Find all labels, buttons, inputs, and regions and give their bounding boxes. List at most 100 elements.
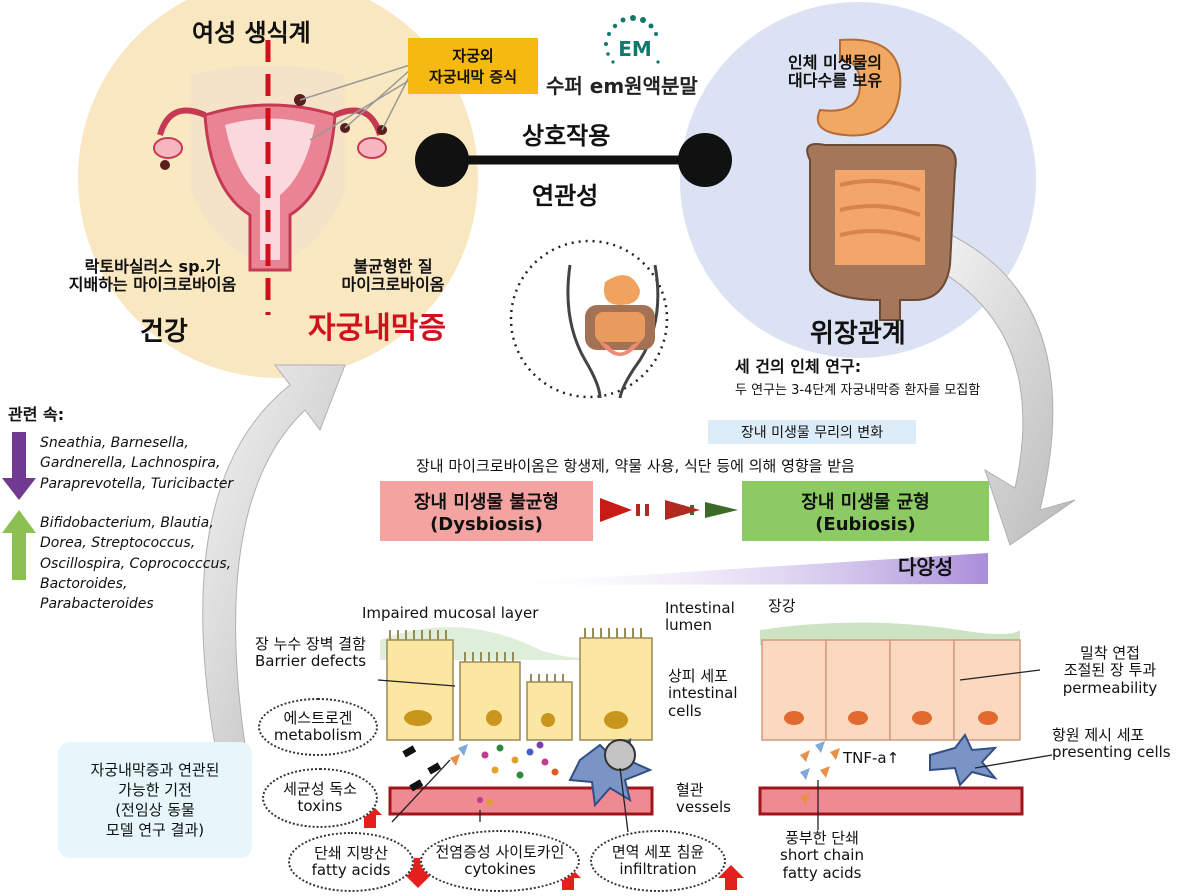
gut-left-leader-lines — [377, 679, 629, 833]
decreased-genera: Sneathia, Barnesella, Gardnerella, Lachn… — [40, 433, 233, 494]
decreased-genera-line2: Gardnerella, Lachnospira, — [40, 455, 221, 472]
eubiosis-line1: 장내 미생물 균형 — [801, 491, 930, 513]
interaction-label: 상호작용 — [522, 122, 611, 150]
gut-right-leader-lines — [817, 669, 1053, 830]
healthy-label: 건강 — [140, 317, 188, 347]
scfa-high-line2: short chain — [780, 846, 864, 865]
toxins-line1: 세균성 독소 — [283, 779, 357, 798]
increase-arrow-icon — [2, 510, 36, 580]
association-label: 연관성 — [532, 182, 599, 210]
immune-oval: 면역 세포 침윤 infiltration — [590, 830, 726, 892]
mechanism-line4: 모델 연구 결과) — [105, 821, 205, 840]
decreased-genera-line3: Paraprevotella, Turicibacter — [40, 475, 234, 492]
dysbiotic-epithelium — [380, 627, 653, 741]
scfa-low-line1: 단쇄 지방산 — [314, 843, 388, 862]
scfa-low-oval: 단쇄 지방산 fatty acids — [288, 832, 414, 892]
increased-genera: Bifidobacterium, Blautia, Dorea, Strepto… — [40, 513, 231, 614]
immune-line2: infiltration — [619, 860, 697, 878]
mechanism-line3: (전임상 동물 — [115, 801, 195, 819]
influence-text: 장내 마이크로바이옴은 항생제, 약물 사용, 식단 등에 의해 영향을 받음 — [416, 457, 855, 475]
lumen-line2: lumen — [665, 616, 713, 635]
decrease-arrow-icon — [2, 432, 36, 500]
eubiosis-box: 장내 미생물 균형 (Eubiosis) — [742, 481, 989, 541]
tnf-label: TNF-a↑ — [843, 749, 900, 767]
dysbiosis-line2: (Dysbiosis) — [430, 513, 543, 535]
healthy-desc: 락토바실러스 sp.가 지배하는 마이크로바이옴 — [45, 257, 260, 295]
svg-text:EM: EM — [618, 37, 652, 61]
eubiosis-line2: (Eubiosis) — [815, 513, 916, 535]
apc-label: 항원 제시 세포 presenting cells — [1052, 726, 1171, 762]
curved-arrow-right — [929, 231, 1076, 546]
cells-line1: 상피 세포 — [668, 667, 728, 685]
mechanism-line2: 가능한 기전 — [118, 780, 192, 799]
mechanism-box: 자궁내막증과 연관된 가능한 기전 (전임상 동물 모델 연구 결과) — [58, 742, 252, 858]
gi-label: 위장관계 — [810, 319, 906, 349]
study-title: 세 건의 인체 연구: — [735, 357, 862, 376]
brand-name: 수퍼 em원액분말 — [546, 74, 698, 98]
increased-genera-line4: Bactoroides, — [40, 575, 128, 592]
vessels-line1: 혈관 — [676, 781, 704, 799]
body-organs-icon — [585, 275, 655, 356]
digestive-tract-icon — [806, 38, 957, 321]
lumen-label: Intestinal lumen — [665, 599, 735, 635]
cytokine-dots — [477, 741, 559, 805]
healthy-desc-line1: 락토바실러스 sp.가 — [84, 257, 221, 276]
barrier-line2: Barrier defects — [255, 652, 367, 671]
disease-desc-line2: 마이크로바이옴 — [341, 275, 445, 295]
toxin-particles — [402, 744, 468, 792]
scfa-particles — [800, 741, 840, 805]
uterus-icon — [153, 40, 387, 315]
gi-desc-line2: 대다수를 보유 — [788, 71, 882, 91]
lumen-line1: Intestinal — [665, 599, 735, 617]
diversity-wedge — [480, 553, 988, 585]
cells-line3: cells — [668, 701, 702, 720]
curved-arrow-left — [202, 364, 346, 746]
scfa-low-line2: fatty acids — [311, 861, 391, 879]
junction-line3: permeability — [1062, 678, 1158, 697]
epithelial-cells-label: 상피 세포 intestinal cells — [668, 667, 738, 720]
mechanism-line1: 자궁내막증과 연관된 — [90, 760, 220, 779]
scfa-high-line3: fatty acids — [782, 863, 862, 882]
eubiotic-vessel — [758, 786, 1024, 816]
immune-line1: 면역 세포 침윤 — [611, 842, 705, 861]
gut-lumen-ko-label: 장강 — [768, 597, 796, 615]
callout-lines — [299, 64, 411, 141]
diversity-label: 다양성 — [898, 555, 954, 579]
scfa-high-label: 풍부한 단쇄 short chain fatty acids — [762, 829, 882, 882]
cytokines-oval: 전염증성 사이토카인 cytokines — [420, 830, 580, 892]
impaired-mucosa-label: Impaired mucosal layer — [362, 604, 539, 622]
apc-line1: 항원 제시 세포 — [1052, 726, 1145, 744]
ectopic-callout: 자궁외 자궁내막 증식 — [408, 38, 538, 94]
increased-genera-line2: Dorea, Streptococcus, — [40, 535, 196, 552]
increased-genera-line1: Bifidobacterium, Blautia, — [40, 515, 214, 531]
apc-line2: presenting cells — [1052, 743, 1171, 762]
shift-tag: 장내 미생물 무리의 변화 — [708, 420, 916, 444]
increased-genera-line5: Parabacteroides — [40, 596, 154, 613]
gi-desc-line1: 인체 미생물의 — [788, 53, 882, 72]
cells-line2: intestinal — [668, 684, 738, 703]
estrogen-line1: 에스트로겐 — [283, 708, 353, 727]
ectopic-callout-line1: 자궁외 — [452, 47, 494, 65]
body-outline-right — [618, 264, 660, 399]
connector-right-node — [678, 133, 732, 187]
decreased-genera-line1: Sneathia, Barnesella, — [40, 435, 189, 451]
eubiotic-epithelium — [760, 622, 1021, 741]
barrier-defects-label: 장 누수 장벽 결함 Barrier defects — [255, 635, 367, 671]
immune-cell-icon — [568, 737, 653, 808]
toxins-line2: toxins — [297, 797, 343, 815]
body-outline-left — [566, 264, 602, 399]
junction-line2: 조절된 장 투과 — [1063, 661, 1157, 680]
estrogen-line2: metabolism — [273, 726, 363, 744]
cytokines-line1: 전염증성 사이토카인 — [435, 842, 565, 861]
junction-line1: 밀착 연접 — [1080, 644, 1140, 662]
antigen-cell-icon — [929, 733, 998, 787]
dysbiotic-vessel — [388, 786, 654, 816]
tight-junction-label: 밀착 연접 조절된 장 투과 permeability — [1040, 644, 1180, 697]
gi-desc: 인체 미생물의 대다수를 보유 — [770, 53, 900, 91]
vessels-label: 혈관 vessels — [676, 781, 731, 817]
estrogen-oval: 에스트로겐 metabolism — [258, 698, 378, 756]
connector-left-node — [415, 133, 469, 187]
toxins-oval: 세균성 독소 toxins — [262, 768, 378, 828]
cytokines-line2: cytokines — [464, 860, 536, 878]
